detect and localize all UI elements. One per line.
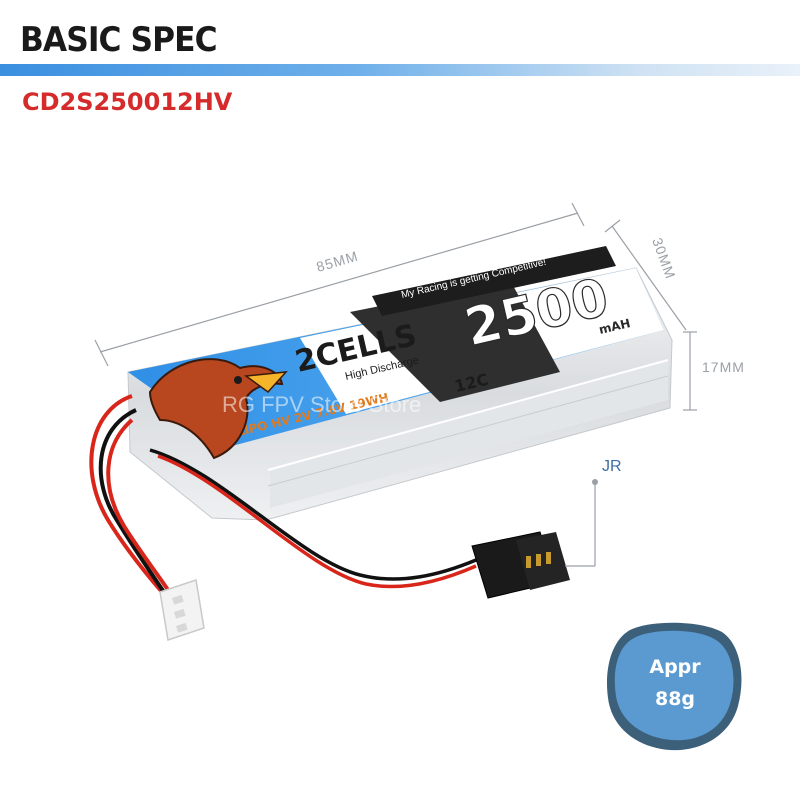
length-label: 85MM bbox=[314, 248, 360, 275]
connector-label: JR bbox=[602, 458, 622, 475]
jr-connector bbox=[471, 531, 570, 599]
weight-badge: Appr 88g bbox=[600, 618, 750, 758]
badge-line2: 88g bbox=[654, 688, 696, 710]
header-accent-bar bbox=[0, 64, 800, 76]
dimension-height: 17MM bbox=[683, 331, 745, 411]
badge-shape bbox=[606, 622, 742, 751]
header: BASIC SPEC bbox=[0, 0, 800, 66]
width-label: 30MM bbox=[649, 236, 679, 282]
height-label: 17MM bbox=[702, 359, 745, 375]
watermark: RG FPV Store Store bbox=[222, 392, 421, 417]
jr-pointer bbox=[565, 479, 598, 567]
model-number: CD2S250012HV bbox=[22, 88, 233, 116]
badge-line1: Appr bbox=[649, 656, 701, 678]
page-title: BASIC SPEC bbox=[20, 20, 218, 60]
battery-capacity-unit: mAH bbox=[598, 316, 632, 337]
wires bbox=[89, 394, 477, 610]
eagle-logo bbox=[148, 358, 288, 460]
balance-connector bbox=[159, 579, 205, 641]
